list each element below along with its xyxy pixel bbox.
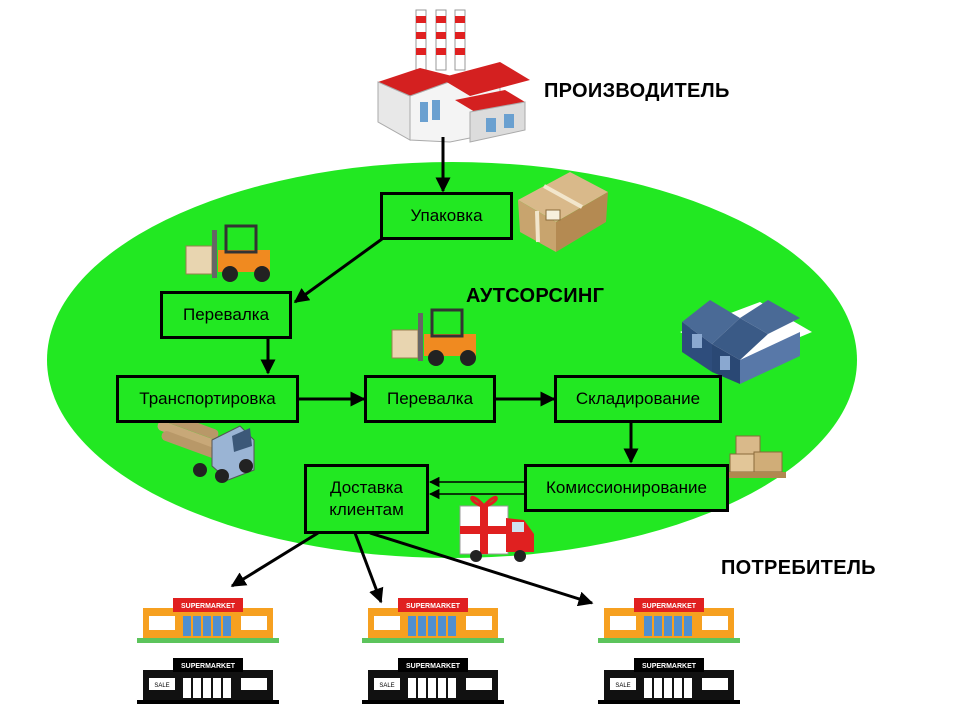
supermarket-sign-text-dark: SUPERMARKET bbox=[181, 663, 236, 670]
supermarket-sign-text-dark: SUPERMARKET bbox=[642, 663, 697, 670]
supermarket-sign-text: SUPERMARKET bbox=[642, 603, 697, 610]
step-transportation: Транспортировка bbox=[116, 375, 299, 423]
step-delivery-line1: Доставка bbox=[329, 478, 403, 497]
consumer-label: ПОТРЕБИТЕЛЬ bbox=[721, 557, 876, 579]
warehouse-icon bbox=[680, 300, 812, 384]
timber-truck-icon bbox=[157, 411, 255, 483]
supermarket-icon-2: SUPERMARKET SUPERMARKET SALE bbox=[362, 598, 504, 704]
store-badge-sale: SALE bbox=[154, 683, 169, 689]
factory-icon bbox=[377, 9, 530, 143]
step-transshipment-1: Перевалка bbox=[160, 291, 292, 339]
store-badge-sale: SALE bbox=[615, 683, 630, 689]
supermarket-sign-text: SUPERMARKET bbox=[406, 603, 461, 610]
store-badge-sale: SALE bbox=[379, 683, 394, 689]
arrow-delivery-to-store-2 bbox=[353, 532, 384, 604]
arrow-delivery-to-store-1 bbox=[230, 531, 319, 588]
step-delivery: Доставка клиентам bbox=[304, 464, 429, 534]
flow-arrows bbox=[230, 137, 639, 607]
step-warehousing: Складирование bbox=[554, 375, 722, 423]
arrow-delivery-to-store-3 bbox=[369, 531, 594, 607]
parcel-icon bbox=[518, 172, 608, 252]
supermarket-sign-text: SUPERMARKET bbox=[181, 603, 236, 610]
forklift-icon-2 bbox=[391, 308, 476, 366]
gift-truck-icon bbox=[459, 495, 534, 562]
step-commissioning: Комиссионирование bbox=[524, 464, 729, 512]
forklift-icon-1 bbox=[185, 224, 270, 282]
supermarket-icon-1: SUPERMARKET SUPERMARKET SALE bbox=[137, 598, 279, 704]
arrow-packaging-to-transshipment bbox=[293, 237, 383, 304]
pallet-boxes-icon bbox=[726, 435, 786, 478]
outsourcing-label: АУТСОРСИНГ bbox=[466, 285, 605, 307]
step-delivery-line2: клиентам bbox=[329, 500, 404, 519]
step-transshipment-2: Перевалка bbox=[364, 375, 496, 423]
step-packaging: Упаковка bbox=[380, 192, 513, 240]
supermarket-icon-3: SUPERMARKET SUPERMARKET SALE bbox=[598, 598, 740, 704]
producer-label: ПРОИЗВОДИТЕЛЬ bbox=[544, 80, 730, 102]
supermarket-sign-text-dark: SUPERMARKET bbox=[406, 663, 461, 670]
supermarket-group: SUPERMARKETSUPERMARKETSALESUPERMARKETSUP… bbox=[137, 598, 740, 704]
